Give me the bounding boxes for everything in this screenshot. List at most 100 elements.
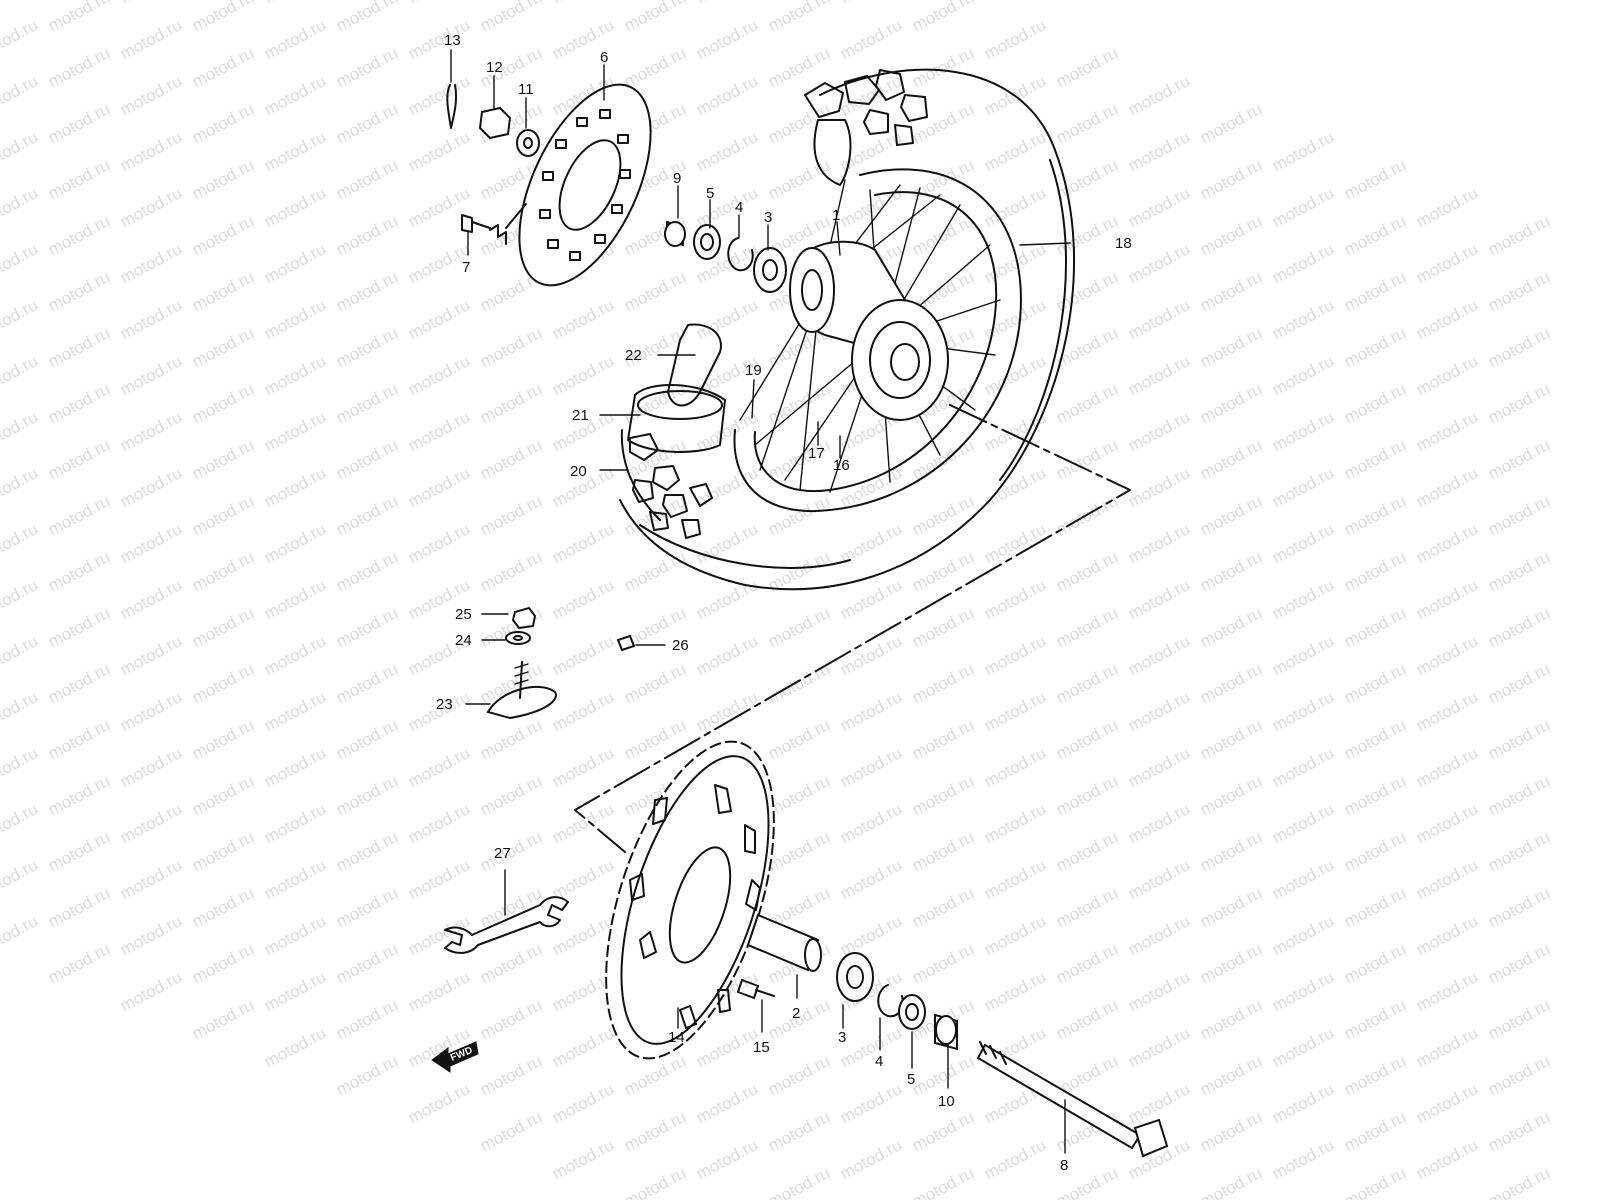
watermark-text: motod.ru	[333, 267, 401, 315]
watermark-text: motod.ru	[117, 687, 185, 735]
watermark-text: motod.ru	[1269, 1023, 1337, 1071]
watermark-text: motod.ru	[333, 1051, 401, 1099]
watermark-text: motod.ru	[333, 771, 401, 819]
watermark-text: motod.ru	[1485, 379, 1553, 427]
watermark-text: motod.ru	[909, 1163, 977, 1200]
watermark-text: motod.ru	[261, 519, 329, 567]
watermark-text: motod.ru	[1269, 239, 1337, 287]
watermark-text: motod.ru	[909, 883, 977, 931]
watermark-text: motod.ru	[693, 183, 761, 231]
watermark-text: motod.ru	[1485, 1051, 1553, 1099]
callout-11: 11	[518, 81, 534, 98]
watermark-text: motod.ru	[189, 99, 257, 147]
watermark-text: motod.ru	[0, 687, 41, 735]
watermark-text: motod.ru	[1053, 771, 1121, 819]
watermark-text: motod.ru	[477, 995, 545, 1043]
watermark-text: motod.ru	[1269, 967, 1337, 1015]
watermark-text: motod.ru	[1485, 211, 1553, 259]
watermark-text: motod.ru	[333, 491, 401, 539]
watermark-text: motod.ru	[1341, 883, 1409, 931]
watermark-text: motod.ru	[1485, 603, 1553, 651]
watermark-text: motod.ru	[1197, 715, 1265, 763]
watermark-text: motod.ru	[693, 1135, 761, 1183]
watermark-text: motod.ru	[837, 1135, 905, 1183]
watermark-text: motod.ru	[765, 379, 833, 427]
watermark-text: motod.ru	[1197, 379, 1265, 427]
hub-drawing	[789, 240, 949, 421]
watermark-text: motod.ru	[1053, 715, 1121, 763]
callout-21: 21	[572, 407, 589, 424]
watermark-text: motod.ru	[837, 799, 905, 847]
watermark-text: motod.ru	[1413, 519, 1481, 567]
watermark-text: motod.ru	[1053, 43, 1121, 91]
watermark-text: motod.ru	[333, 99, 401, 147]
watermark-text: motod.ru	[0, 911, 41, 959]
watermark-text: motod.ru	[0, 351, 41, 399]
watermark-text: motod.ru	[765, 491, 833, 539]
watermark-text: motod.ru	[1413, 743, 1481, 791]
watermark-text: motod.ru	[261, 687, 329, 735]
watermark-text: motod.ru	[1269, 127, 1337, 175]
watermark-text: motod.ru	[261, 295, 329, 343]
watermark-text: motod.ru	[1413, 575, 1481, 623]
watermark-text: motod.ru	[981, 687, 1049, 735]
callout-5-top: 5	[706, 185, 714, 202]
watermark-text: motod.ru	[477, 323, 545, 371]
watermark-text: motod.ru	[1485, 995, 1553, 1043]
watermark-text: motod.ru	[549, 631, 617, 679]
callout-26: 26	[672, 637, 689, 654]
watermark-text: motod.ru	[549, 575, 617, 623]
watermark-text: motod.ru	[1125, 239, 1193, 287]
watermark-text: motod.ru	[909, 547, 977, 595]
watermark-text: motod.ru	[45, 771, 113, 819]
watermark-text: motod.ru	[333, 43, 401, 91]
watermark-text: motod.ru	[477, 715, 545, 763]
watermark-text: motod.ru	[909, 211, 977, 259]
watermark-text: motod.ru	[837, 15, 905, 63]
watermark-text: motod.ru	[0, 575, 41, 623]
watermark-text: motod.ru	[909, 491, 977, 539]
rim-drawing	[733, 168, 1022, 513]
watermark-text: motod.ru	[1053, 939, 1121, 987]
watermark-text: motod.ru	[693, 1023, 761, 1071]
watermark-text: motod.ru	[45, 659, 113, 707]
watermark-text: motod.ru	[549, 295, 617, 343]
watermark-text: motod.ru	[1413, 407, 1481, 455]
watermark-text: motod.ru	[477, 1107, 545, 1155]
watermark-text: motod.ru	[1125, 799, 1193, 847]
watermark-text: motod.ru	[1269, 911, 1337, 959]
watermark-text: motod.ru	[1125, 687, 1193, 735]
watermark-text: motod.ru	[1125, 351, 1193, 399]
watermark-text: motod.ru	[189, 155, 257, 203]
watermark-text: motod.ru	[909, 1107, 977, 1155]
watermark-text: motod.ru	[693, 295, 761, 343]
watermark-text: motod.ru	[261, 799, 329, 847]
watermark-text: motod.ru	[477, 435, 545, 483]
watermark-text: motod.ru	[981, 743, 1049, 791]
watermark-text: motod.ru	[45, 211, 113, 259]
watermark-text: motod.ru	[1485, 771, 1553, 819]
watermark-text: motod.ru	[189, 43, 257, 91]
watermark-text: motod.ru	[909, 659, 977, 707]
callout-23: 23	[436, 696, 453, 713]
watermark-text: motod.ru	[1197, 939, 1265, 987]
watermark-text: motod.ru	[1413, 1135, 1481, 1183]
watermark-text: motod.ru	[1197, 1051, 1265, 1099]
watermark-text: motod.ru	[45, 883, 113, 931]
watermark-text: motod.ru	[837, 911, 905, 959]
watermark-text: motod.ru	[189, 435, 257, 483]
callout-18: 18	[1115, 235, 1132, 252]
watermark-text: motod.ru	[1269, 519, 1337, 567]
watermark-text: motod.ru	[1125, 967, 1193, 1015]
watermark-text: motod.ru	[1125, 1023, 1193, 1071]
watermark-text: motod.ru	[1269, 799, 1337, 847]
watermark-text: motod.ru	[477, 0, 545, 36]
watermark-text: motod.ru	[261, 463, 329, 511]
watermark-text: motod.ru	[909, 939, 977, 987]
watermark-text: motod.ru	[45, 0, 113, 36]
watermark-text: motod.ru	[189, 995, 257, 1043]
watermark-text: motod.ru	[261, 967, 329, 1015]
watermark-text: motod.ru	[1125, 575, 1193, 623]
watermark-text: motod.ru	[189, 659, 257, 707]
